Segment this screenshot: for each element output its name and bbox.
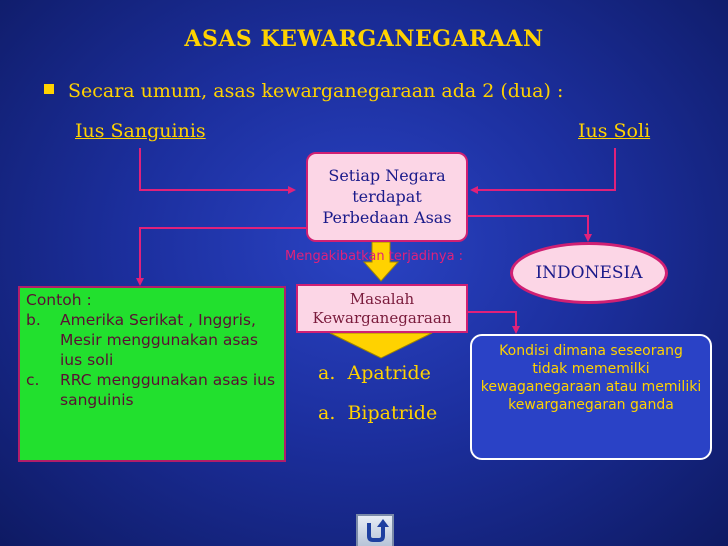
result-text: Apatride: [347, 362, 431, 384]
connector-to-kondisi: [468, 311, 520, 334]
center-box-line2: terdapat: [352, 187, 422, 206]
contoh-item: b. Amerika Serikat , Inggris, Mesir mengg…: [26, 310, 278, 370]
masalah-box-line1: Masalah: [349, 290, 415, 308]
connector-soli: [470, 148, 616, 194]
return-arrow-icon: [367, 519, 389, 542]
kondisi-box: Kondisi dimana seseorang tidak mememilki…: [470, 334, 712, 460]
bullet-square-icon: [44, 84, 54, 94]
arrow-down-icon: [362, 241, 400, 282]
return-button[interactable]: [356, 514, 394, 546]
masalah-box: Masalah Kewarganegaraan: [296, 284, 468, 333]
center-box-line1: Setiap Negara: [328, 166, 446, 185]
result-marker: a.: [318, 362, 336, 384]
masalah-box-line2: Kewarganegaraan: [312, 309, 452, 327]
slide-title: ASAS KEWARGANEGARAAN: [184, 26, 544, 52]
connector-to-contoh: [136, 227, 306, 286]
indonesia-ellipse: INDONESIA: [510, 242, 668, 304]
ius-sanguinis-label: Ius Sanguinis: [75, 120, 206, 142]
connector-to-indonesia: [468, 215, 592, 242]
contoh-item: c. RRC menggunakan asas ius sanguinis: [26, 370, 278, 410]
result-bipatride: a. Bipatride: [318, 402, 437, 424]
contoh-item-marker: b.: [26, 311, 41, 329]
akibat-label: Mengakibatkan terjadinya :: [285, 249, 464, 264]
contoh-item-text: Amerika Serikat , Inggris, Mesir menggun…: [60, 311, 258, 369]
ius-soli-label: Ius Soli: [578, 120, 651, 142]
center-box: Setiap Negara terdapat Perbedaan Asas: [306, 152, 468, 242]
contoh-box: Contoh : b. Amerika Serikat , Inggris, Me…: [18, 286, 286, 462]
contoh-item-marker: c.: [26, 371, 40, 389]
contoh-list: b. Amerika Serikat , Inggris, Mesir mengg…: [26, 310, 278, 410]
contoh-heading: Contoh :: [26, 291, 92, 309]
contoh-item-text: RRC menggunakan asas ius sanguinis: [60, 371, 276, 409]
connector-sanguinis: [139, 148, 296, 194]
result-text: Bipatride: [347, 402, 438, 424]
bullet-text: Secara umum, asas kewarganegaraan ada 2 …: [68, 80, 564, 102]
bullet-line: Secara umum, asas kewarganegaraan ada 2 …: [44, 80, 563, 102]
arrow-down-large-icon: [329, 332, 433, 359]
result-apatride: a. Apatride: [318, 362, 431, 384]
center-box-line3: Perbedaan Asas: [322, 208, 452, 227]
result-marker: a.: [318, 402, 336, 424]
